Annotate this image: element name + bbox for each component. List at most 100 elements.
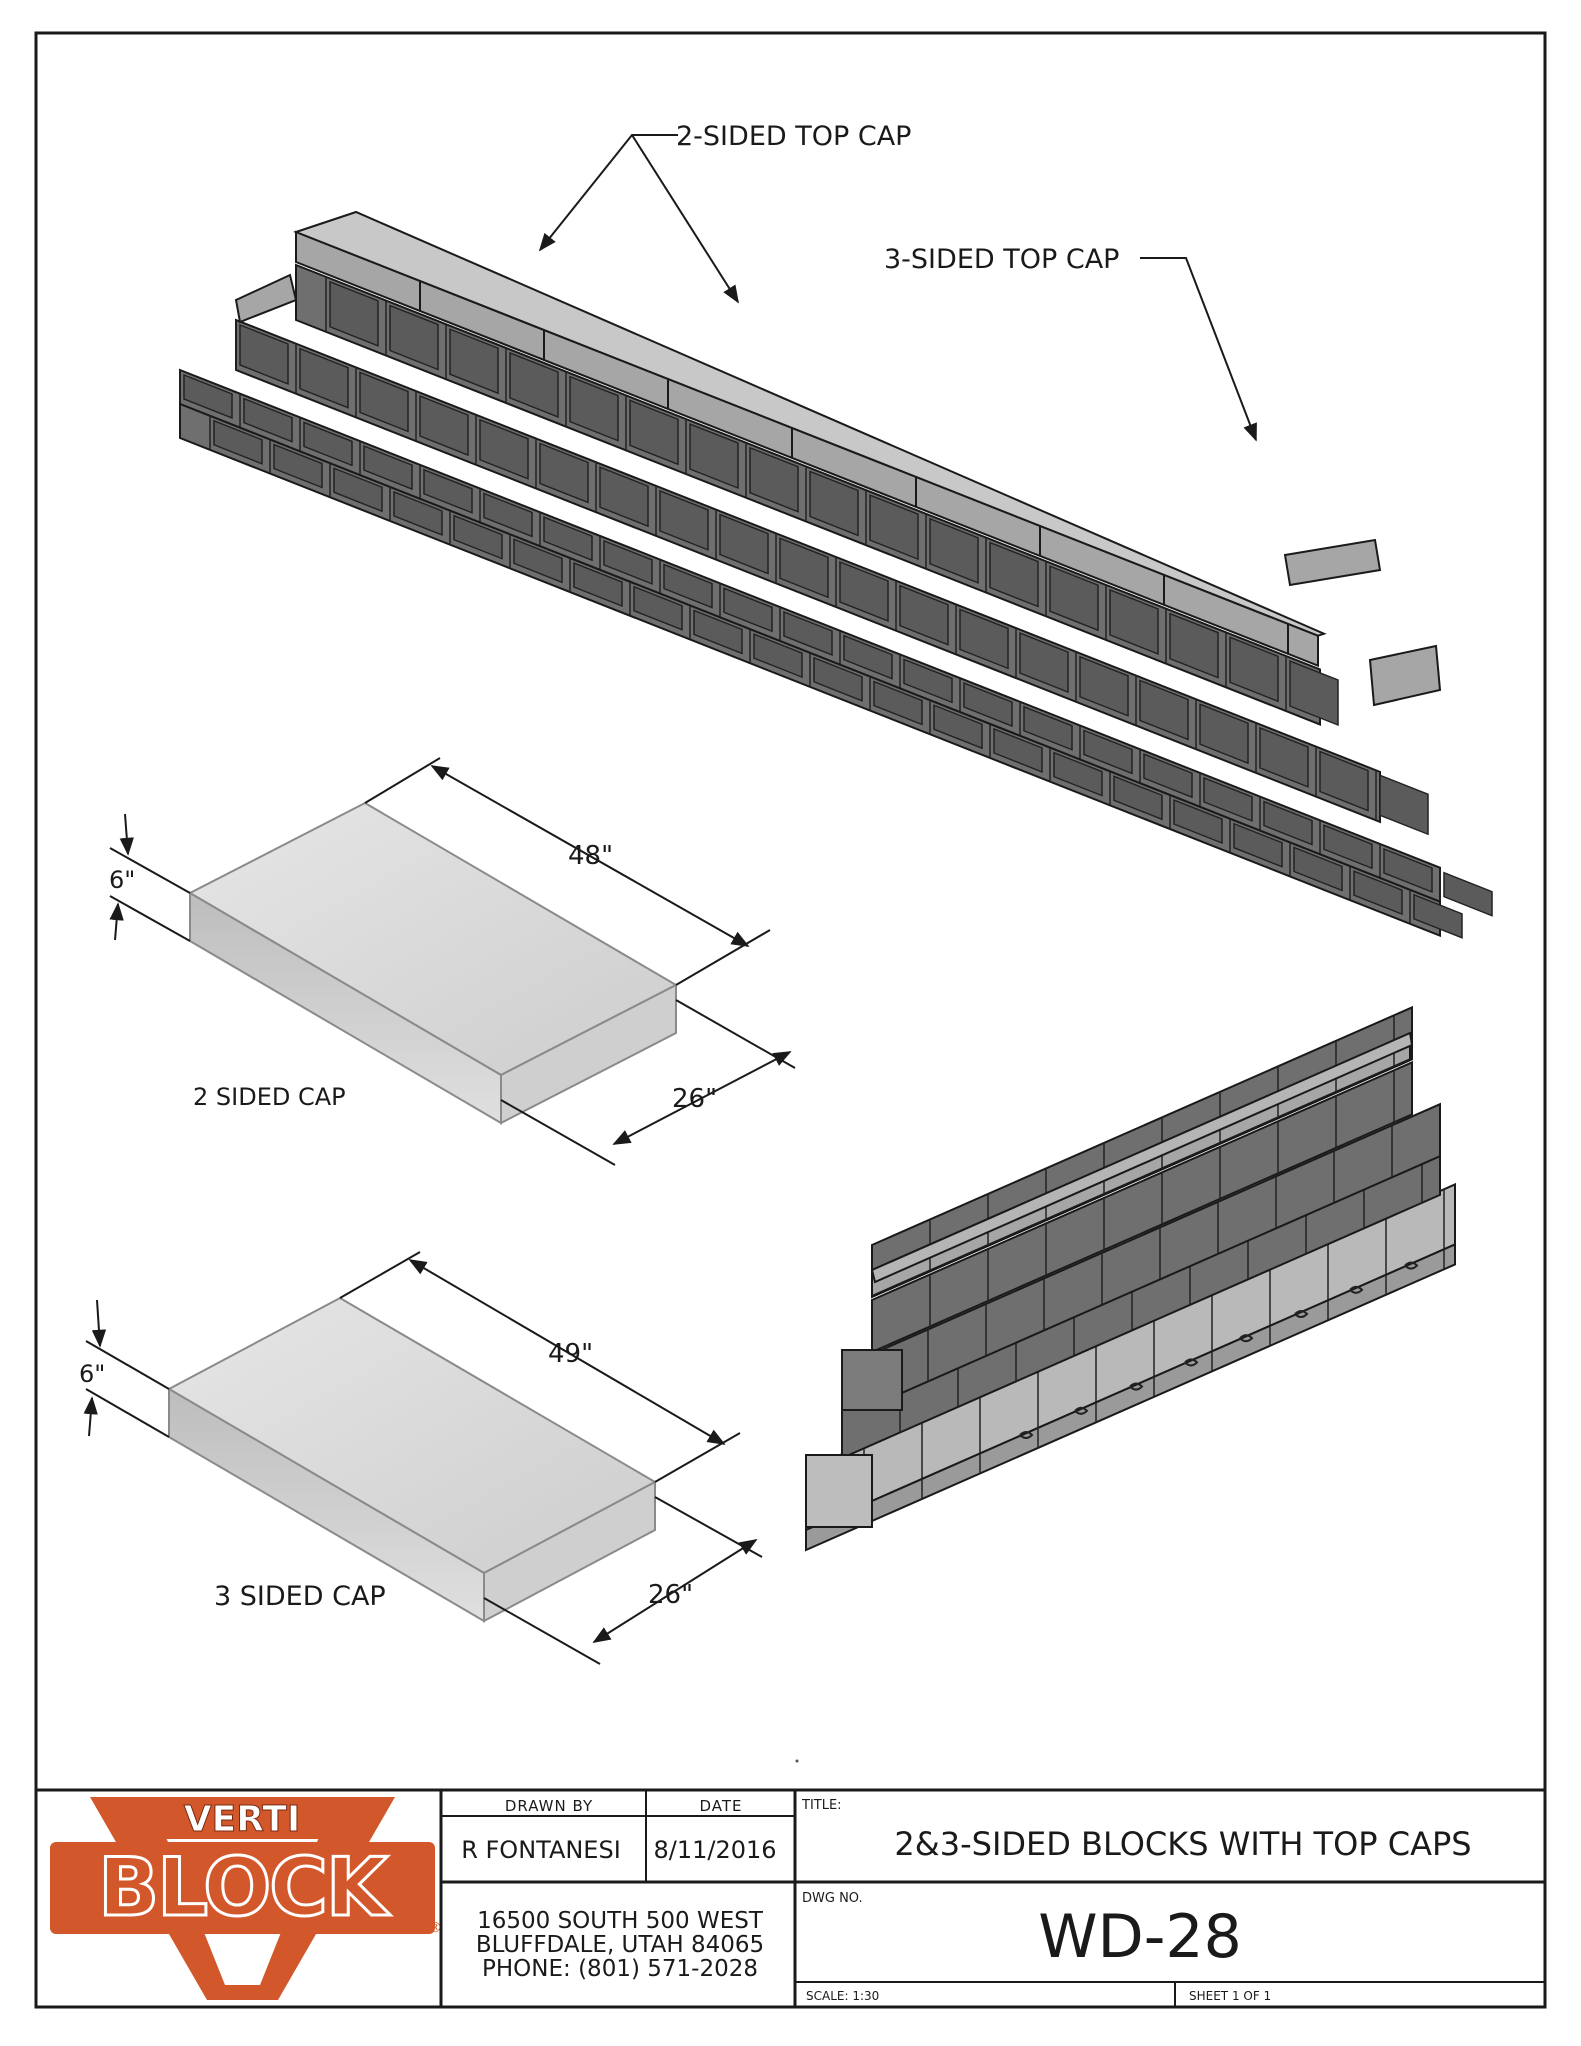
wall-iso-end-block bbox=[805, 1454, 873, 1528]
wall-top-course-1-brick bbox=[423, 468, 473, 514]
wall-top-course-1-brick bbox=[963, 682, 1013, 728]
wall-top-course-2-brick bbox=[513, 538, 563, 584]
wall-top-course-4-brick bbox=[449, 328, 499, 395]
wall-iso-lift-hook bbox=[1129, 1382, 1144, 1391]
dim-line-length-49 bbox=[408, 1259, 726, 1445]
wall-top-course-4-brick bbox=[509, 351, 559, 418]
title-label: TITLE: bbox=[801, 1798, 842, 1813]
wall-top-course-4-brick bbox=[809, 470, 859, 537]
wall-top-course-4-brick bbox=[989, 541, 1039, 608]
wall-top-course-4-brick bbox=[869, 494, 919, 561]
wall-top-course-1-brick bbox=[1263, 800, 1313, 846]
wall-top-course-2-brick bbox=[1293, 846, 1343, 892]
wall-iso-lift-hook bbox=[1294, 1310, 1309, 1318]
sheet-text: SHEET 1 OF 1 bbox=[1189, 1989, 1271, 2003]
wall-top-course-3-brick bbox=[539, 442, 589, 504]
wall-iso-step-block bbox=[841, 1349, 903, 1411]
wall-top-course-4-brick bbox=[1229, 636, 1279, 703]
wall-top-course-3-brick bbox=[1139, 679, 1189, 741]
two-sided-cap-label: 2 SIDED CAP bbox=[193, 1083, 346, 1111]
drawing-number: WD-28 bbox=[1038, 1902, 1242, 1972]
wall-top-course-1-brick bbox=[663, 563, 713, 609]
wall-top-course-3-brick bbox=[959, 608, 1009, 670]
three-sided-cap-label: 3 SIDED CAP bbox=[214, 1581, 386, 1612]
wall-iso-course-3 bbox=[871, 1060, 1413, 1354]
wall-top-course-3-brick bbox=[1379, 774, 1429, 836]
wall-top-course-1-brick bbox=[1143, 753, 1193, 799]
wall-top-course-2-brick bbox=[213, 419, 263, 465]
wall-iso-lift-hook bbox=[1019, 1431, 1034, 1439]
wall-top-course-1-brick bbox=[603, 539, 653, 585]
wall-iso-base-foot bbox=[805, 1242, 1456, 1552]
wall-top-course-4-brick bbox=[629, 399, 679, 466]
wall-top-course-2-brick bbox=[753, 633, 803, 679]
wall-top-course-4-brick bbox=[1049, 565, 1099, 632]
three-sided-cap-side bbox=[483, 1480, 656, 1623]
wall-top-course-1-brick bbox=[1443, 871, 1493, 917]
three-sided-cap-drawing: 49" 26" 6" 3 SIDED CAP bbox=[79, 1251, 763, 1665]
address-line-2: BLUFFDALE, UTAH 84065 bbox=[476, 1932, 764, 1958]
wall-top-course-1-brick bbox=[363, 445, 413, 491]
title-block bbox=[36, 1788, 1545, 2007]
wall-top-step-cap-left bbox=[234, 273, 298, 324]
wall-iso-lift-hook bbox=[1184, 1358, 1199, 1367]
wall-top-course-3-brick bbox=[1199, 703, 1249, 765]
wall-top-course-1-brick bbox=[1023, 705, 1073, 751]
scale-text: SCALE: 1:30 bbox=[806, 1989, 879, 2003]
wall-top-course-3-brick bbox=[899, 584, 949, 646]
logo-registered-mark: ® bbox=[428, 1920, 442, 1936]
drawn-by-value: R FONTANESI bbox=[461, 1836, 621, 1864]
callout-three-sided-top-cap: 3-SIDED TOP CAP bbox=[884, 244, 1257, 442]
wall-top-course-1-brick bbox=[1383, 847, 1433, 894]
wall-top-course-1-brick bbox=[843, 634, 893, 680]
wall-top-course-2-brick bbox=[393, 490, 443, 536]
wall-top-course-3-brick bbox=[1079, 655, 1129, 717]
drawing-title: 2&3-SIDED BLOCKS WITH TOP CAPS bbox=[894, 1825, 1471, 1863]
wall-top-course-3-brick bbox=[779, 537, 829, 599]
dim-line-width-26-b bbox=[592, 1539, 758, 1643]
wall-iso-lift-hook bbox=[1404, 1261, 1419, 1270]
wall-top-course-2-brick bbox=[1053, 751, 1103, 797]
date-value: 8/11/2016 bbox=[653, 1836, 776, 1864]
phone-number: PHONE: (801) 571-2028 bbox=[482, 1956, 758, 1982]
wall-top-course-1-brick bbox=[183, 373, 233, 420]
wall-assembly-isometric-view bbox=[805, 1005, 1456, 1552]
two-sided-cap-side bbox=[500, 983, 677, 1125]
wall-top-course-3-brick bbox=[599, 466, 649, 528]
wall-iso-lift-hook bbox=[1074, 1406, 1089, 1415]
dim-length-3-sided: 49" bbox=[548, 1339, 593, 1369]
wall-top-course-3-brick bbox=[419, 395, 469, 457]
wall-top-course-4-brick bbox=[569, 375, 619, 442]
wall-top-course-2-brick bbox=[1413, 893, 1463, 939]
wall-top-course-1-brick bbox=[243, 397, 293, 443]
wall-top-course-4-brick bbox=[749, 446, 799, 513]
wall-top-course-2-brick bbox=[273, 443, 323, 489]
dim-line-length-48 bbox=[430, 765, 750, 947]
wall-top-course-1-brick bbox=[543, 516, 593, 562]
wall-top-course-1-brick bbox=[783, 610, 833, 657]
wall-top-course-2-brick bbox=[453, 514, 503, 560]
wall-top-course-1-brick bbox=[1323, 824, 1373, 870]
wall-iso-lift-hook bbox=[1349, 1285, 1364, 1294]
dim-line-width-26-a bbox=[612, 1051, 792, 1145]
wall-top-course-1-brick bbox=[1203, 776, 1253, 822]
wall-top-course-1-brick bbox=[303, 421, 353, 467]
wall-top-course-3-brick bbox=[299, 347, 349, 409]
wall-top-cap-top bbox=[293, 210, 1327, 637]
date-label: DATE bbox=[699, 1797, 742, 1815]
wall-top-course-4-brick bbox=[689, 423, 739, 490]
callout-two-sided-label: 2-SIDED TOP CAP bbox=[676, 121, 911, 152]
wall-top-course-4-brick bbox=[1289, 660, 1339, 727]
dim-width-3-sided: 26" bbox=[648, 1580, 693, 1610]
wall-top-course-1-brick bbox=[903, 658, 953, 704]
wall-top-course-3-brick bbox=[1259, 726, 1309, 788]
wall-top-course-4-brick bbox=[329, 280, 379, 347]
wall-top-course-3-brick bbox=[1019, 632, 1069, 694]
wall-assembly-top-view bbox=[179, 210, 1493, 939]
sheet-border bbox=[34, 31, 1547, 2009]
wall-top-course-4-brick bbox=[929, 517, 979, 584]
wall-top-course-2-brick bbox=[1233, 822, 1283, 868]
wall-top-step-cap-end bbox=[1368, 644, 1442, 707]
wall-iso-cap-top bbox=[870, 1031, 1414, 1284]
wall-top-course-4-brick bbox=[389, 304, 439, 371]
